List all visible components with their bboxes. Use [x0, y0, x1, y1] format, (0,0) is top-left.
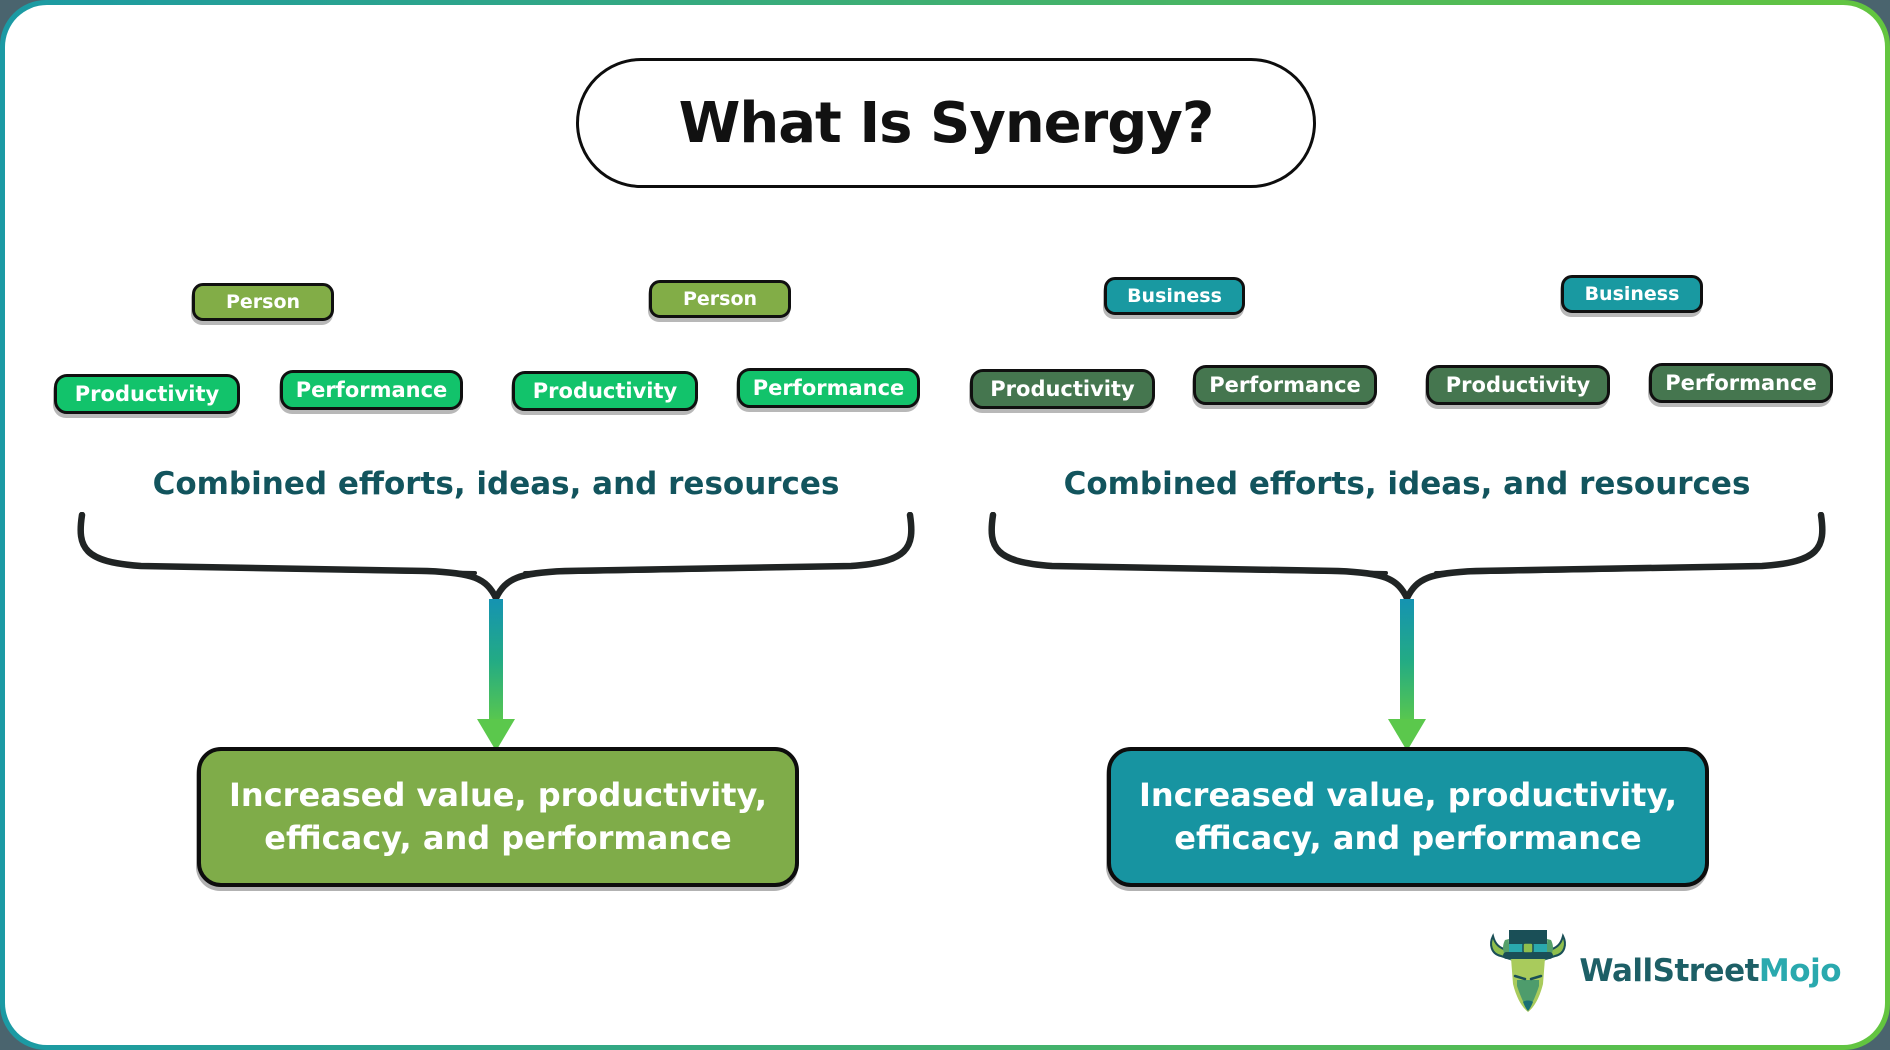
business-badge: Business [1561, 275, 1703, 313]
result-text-line2: efficacy, and performance [1174, 819, 1642, 857]
person-badge: Person [192, 283, 334, 321]
title-pill: What Is Synergy? [576, 58, 1316, 188]
performance-badge: Performance [1193, 365, 1377, 405]
result-box: Increased value, productivity, efficacy,… [1107, 747, 1709, 887]
page-title: What Is Synergy? [678, 90, 1215, 156]
logo-text-primary: WallStreet [1579, 953, 1759, 989]
combined-efforts-label: Combined efforts, ideas, and resources [152, 466, 840, 502]
performance-badge: Performance [1649, 363, 1833, 403]
logo-wordmark: WallStreetMojo [1579, 953, 1841, 989]
logo-text-secondary: Mojo [1758, 953, 1842, 989]
productivity-badge: Productivity [512, 371, 698, 411]
productivity-badge: Productivity [54, 374, 240, 414]
performance-badge: Performance [280, 370, 463, 410]
arrow-down-icon [477, 599, 515, 751]
diagram-canvas: What Is Synergy? Person Person Business … [5, 5, 1885, 1045]
arrow-down-icon [1388, 599, 1426, 751]
person-badge: Person [649, 280, 791, 318]
result-text-line1: Increased value, productivity, [229, 775, 767, 814]
bull-mascot-icon [1490, 930, 1567, 1012]
productivity-badge: Productivity [970, 369, 1155, 409]
performance-badge: Performance [737, 368, 920, 408]
result-box: Increased value, productivity, efficacy,… [197, 747, 799, 887]
brace-icon [77, 512, 915, 600]
brace-icon [988, 512, 1826, 600]
result-text-line2: efficacy, and performance [264, 819, 732, 857]
productivity-badge: Productivity [1426, 365, 1610, 405]
wallstreetmojo-logo: WallStreetMojo [1487, 925, 1842, 1017]
business-badge: Business [1104, 277, 1245, 315]
combined-efforts-label: Combined efforts, ideas, and resources [1063, 466, 1751, 502]
result-text-line1: Increased value, productivity, [1139, 775, 1677, 814]
